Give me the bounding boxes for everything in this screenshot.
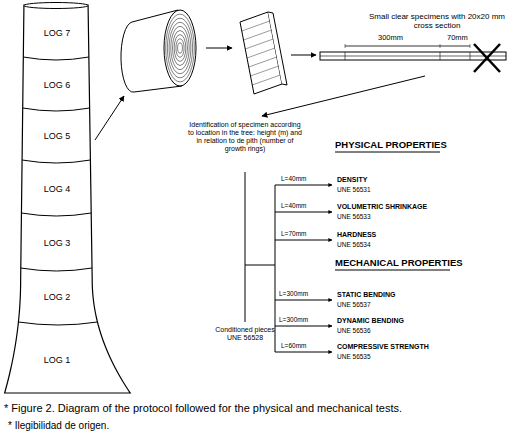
log-band: LOG 3 xyxy=(30,217,84,268)
property: HARDNESS xyxy=(337,231,376,239)
branch-arrows xyxy=(275,185,332,352)
note: * Ilegibilidad de origen. xyxy=(8,420,109,432)
property: DYNAMIC BENDING xyxy=(337,317,404,325)
log-band: LOG 5 xyxy=(30,112,84,160)
standard: UNE 56531 xyxy=(337,186,371,193)
standard: UNE 56534 xyxy=(337,241,371,248)
heading: MECHANICAL PROPERTIES xyxy=(335,258,463,269)
log-label: LOG 5 xyxy=(44,131,71,141)
property: STATIC BENDING xyxy=(337,291,395,299)
length: L=300mm xyxy=(279,290,308,297)
log-band: LOG 7 xyxy=(30,9,84,57)
length: L=40mm xyxy=(281,175,306,182)
dimension: 70mm xyxy=(447,34,468,43)
heading: PHYSICAL PROPERTIES xyxy=(335,140,447,151)
specimen-strip xyxy=(320,52,506,60)
log-cylinder xyxy=(121,10,196,92)
flow-arrow xyxy=(206,48,232,49)
log-label: LOG 1 xyxy=(44,355,71,365)
log-label: LOG 7 xyxy=(44,28,71,38)
standard: UNE 56536 xyxy=(337,327,371,334)
property: DENSITY xyxy=(337,176,367,184)
length: L=70mm xyxy=(281,230,306,237)
log-label: LOG 6 xyxy=(44,80,71,90)
tree-trunk xyxy=(5,3,131,394)
flow-arrow xyxy=(291,55,316,56)
flow-arrow xyxy=(262,76,425,116)
note: Identification of specimen according to … xyxy=(188,121,302,153)
log-label: LOG 3 xyxy=(44,238,71,248)
figure-caption: * Figure 2. Diagram of the protocol foll… xyxy=(4,402,402,415)
plank xyxy=(240,12,287,94)
log-band: LOG 1 xyxy=(30,326,84,393)
log-band: LOG 4 xyxy=(30,164,84,213)
length: L=40mm xyxy=(281,202,306,209)
length: L=300mm xyxy=(279,316,308,323)
log-band: LOG 6 xyxy=(30,61,84,108)
log-label: LOG 2 xyxy=(44,292,71,302)
flow-arrow xyxy=(95,96,124,140)
note: Conditioned pieces UNE 56528 xyxy=(214,326,276,342)
dimension: 300mm xyxy=(378,34,403,43)
note: Small clear specimens with 20x20 mm cros… xyxy=(362,12,512,30)
standard: UNE 56535 xyxy=(337,353,371,360)
dimension-line xyxy=(345,46,470,47)
log-label: LOG 4 xyxy=(44,184,71,194)
property: VOLUMETRIC SHRINKAGE xyxy=(337,203,427,211)
bracket-lines xyxy=(245,152,450,352)
log-band: LOG 2 xyxy=(30,272,84,322)
discard-cross xyxy=(474,44,500,72)
property: COMPRESSIVE STRENGTH xyxy=(337,343,429,351)
standard: UNE 56537 xyxy=(337,301,371,308)
length: L=60mm xyxy=(281,342,306,349)
standard: UNE 56533 xyxy=(337,213,371,220)
